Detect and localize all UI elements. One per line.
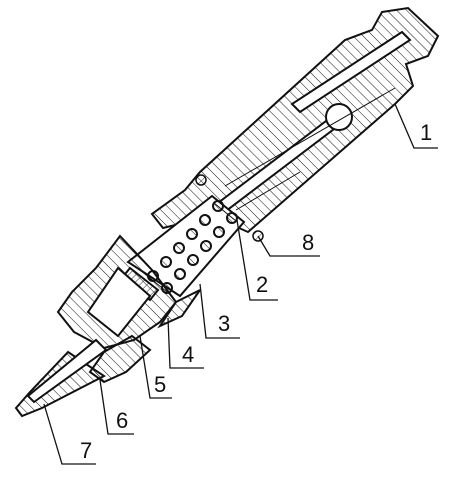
callout-5: 5 [154,372,166,397]
cap-nut-bore [86,266,152,338]
callout-6: 6 [116,408,128,433]
leader-lines [43,103,438,465]
body-inner-line [235,171,301,211]
sleeve [157,289,201,329]
callout-3: 3 [218,311,230,336]
spring [139,200,238,297]
body-edge-line [224,87,396,187]
nozzle-needle [26,338,108,404]
callout-4: 4 [182,342,194,367]
callout-8: 8 [302,230,314,255]
callout-1: 1 [420,120,432,145]
fuel-channel [290,30,412,114]
callout-7: 7 [80,438,92,463]
callout-2: 2 [256,272,268,297]
upper-ball [195,174,207,186]
